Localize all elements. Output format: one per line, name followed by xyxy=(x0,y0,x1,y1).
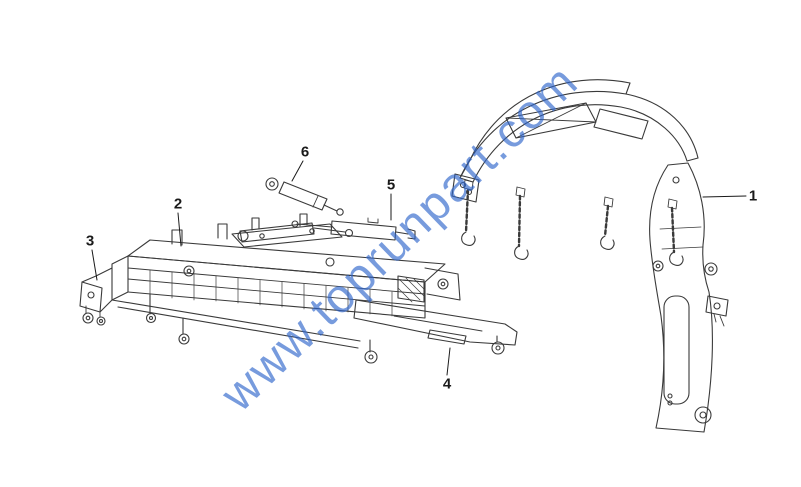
part-2-main-frame xyxy=(111,213,461,349)
callout-5: 5 xyxy=(386,176,396,194)
part-5-hydraulic-cylinder xyxy=(291,217,416,241)
leader-line-6 xyxy=(291,160,304,182)
callout-1: 1 xyxy=(748,187,758,205)
lifting-chains xyxy=(464,188,676,254)
part-6-cylinder-piston xyxy=(265,177,344,216)
callout-6: 6 xyxy=(300,143,310,161)
part-4-side-arm xyxy=(353,299,518,364)
callout-3: 3 xyxy=(85,232,95,250)
leader-line-3 xyxy=(91,249,98,281)
part-3-left-bracket xyxy=(79,267,113,326)
chain-hooks xyxy=(461,231,684,266)
leader-line-1 xyxy=(702,195,747,198)
part-1-lifting-gantry xyxy=(451,79,699,210)
callout-2: 2 xyxy=(173,195,183,213)
leader-line-2 xyxy=(177,212,182,247)
leader-line-4 xyxy=(446,347,451,376)
leader-lines xyxy=(91,160,747,376)
callout-4: 4 xyxy=(442,375,452,393)
gantry-column xyxy=(649,162,729,433)
